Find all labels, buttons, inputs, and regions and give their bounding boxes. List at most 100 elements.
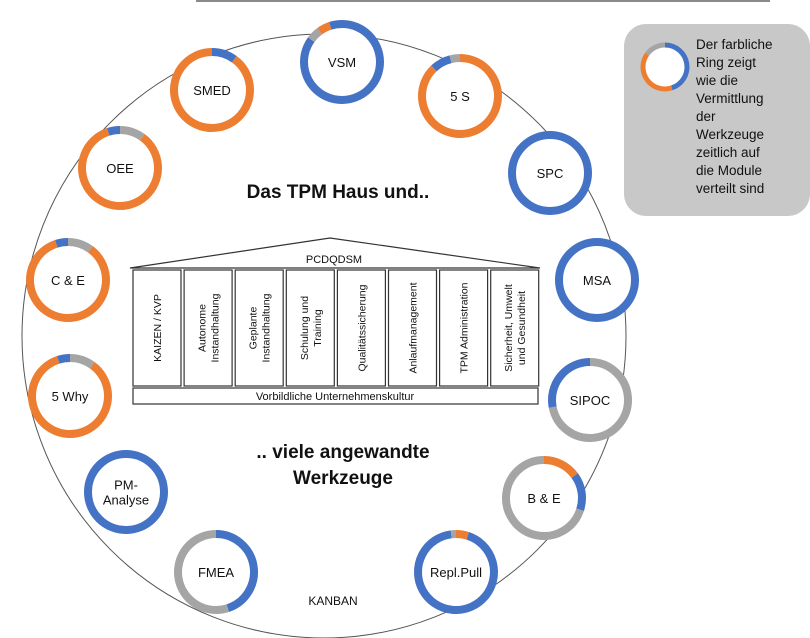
legend-note-line: verteilt sind (696, 181, 765, 196)
tool-pm-analyse-fill (88, 454, 164, 530)
tool-msa-ring-segment-blue (555, 238, 639, 322)
house-pillar-kaizen-kvp: KAIZEN / KVP (132, 269, 182, 387)
tool-spc-ring-segment-blue (508, 131, 592, 215)
tool-spc-label: SPC (537, 166, 564, 181)
tool-smed-label: SMED (193, 83, 231, 98)
house-pillar-qualit-tssicherung-box (336, 269, 386, 387)
house-pillar-geplante-instandhaltung-label: Instandhaltung (261, 293, 273, 362)
house-pillar-tpm-administration-label: TPM Administration (459, 282, 471, 373)
house-pillar-tpm-administration-box (439, 269, 489, 387)
house-pillar-schulung-und-training-label: Schulung und (299, 296, 311, 360)
tool-5-why-ring-segment-gray (69, 354, 95, 369)
tool-b-e: B & E (502, 456, 586, 540)
tool-oee-label: OEE (106, 161, 134, 176)
house-pillar-autonome-instandhaltung-box (183, 269, 233, 387)
tool-repl-pull: Repl.Pull (414, 530, 498, 614)
tool-c-e-ring-segment-orange (26, 240, 110, 322)
tool-c-e-fill (30, 242, 106, 318)
tool-5-s-fill (422, 58, 498, 134)
tool-c-e-label: C & E (51, 273, 85, 288)
tool-pm-analyse-label: Analyse (103, 493, 149, 508)
legend-note-line: wie die (696, 73, 739, 88)
tool-repl-pull-fill (418, 534, 494, 610)
legend-note-line: Werkzeuge (696, 127, 765, 142)
tool-vsm-ring-segment-orange (317, 22, 332, 35)
diagram-title: Das TPM Haus und.. (247, 182, 430, 203)
tool-5-why-ring-segment-orange (28, 356, 112, 438)
house-pillar-kaizen-kvp-box (132, 269, 182, 387)
tool-b-e-fill (506, 460, 582, 536)
tool-b-e-ring-segment-orange (543, 456, 578, 479)
diagram-subtitle-line: Werkzeuge (293, 468, 393, 489)
tool-smed-fill (174, 52, 250, 128)
house-foundation (132, 387, 539, 405)
legend-ring-fill (643, 45, 687, 89)
tool-5-s-ring-segment-orange (418, 54, 502, 138)
tool-oee: OEE (78, 126, 162, 210)
tool-oee-ring-segment-blue (107, 126, 121, 136)
house-pillar-schulung-und-training-label: Training (312, 309, 324, 347)
house-foundation-label: Vorbildliche Unternehmenskultur (256, 391, 415, 403)
legend-ring-segment-orange (640, 52, 673, 92)
tool-c-e-ring-segment-blue (55, 238, 69, 248)
tool-vsm-fill (304, 24, 380, 100)
house-pillar-anlaufmanagement-box (387, 269, 438, 387)
legend-note-line: der (696, 109, 716, 124)
house-pillar-autonome-instandhaltung-label: Autonome (197, 304, 209, 352)
tool-fmea-ring-segment-gray (174, 530, 229, 614)
tool-msa-label: MSA (583, 273, 612, 288)
tool-oee-ring-segment-orange (78, 128, 162, 210)
tool-fmea-ring-segment-blue (215, 530, 258, 612)
tool-5-why: 5 Why (28, 354, 112, 438)
tool-5-s-ring-segment-blue (431, 55, 452, 72)
kanban-label-bg (298, 590, 368, 612)
tool-5-s-ring-segment-gray (449, 53, 461, 64)
house-pillar-anlaufmanagement: Anlaufmanagement (387, 269, 438, 387)
tool-sipoc-ring-segment-blue (548, 358, 591, 408)
house-pillar-qualit-tssicherung: Qualitätssicherung (336, 269, 386, 387)
kanban-label: KANBAN (308, 594, 357, 608)
house-pillar-anlaufmanagement-label: Anlaufmanagement (408, 282, 420, 373)
tool-sipoc-label: SIPOC (570, 393, 610, 408)
tool-pm-analyse-label: PM- (114, 478, 138, 493)
tool-smed-ring-segment-blue (211, 48, 237, 63)
diagram-subtitle-line: .. viele angewandte (256, 442, 429, 463)
legend-note-line: Ring zeigt (696, 55, 757, 70)
house-pillar-qualit-tssicherung-label: Qualitätssicherung (356, 284, 368, 371)
tool-vsm-ring-segment-blue (300, 20, 384, 104)
tool-c-e: C & E (26, 238, 110, 322)
tool-vsm-ring-segment-blue (329, 20, 343, 30)
tool-b-e-ring-segment-gray (502, 456, 584, 540)
house-pillar-schulung-und-training-box (285, 269, 335, 387)
tool-vsm-ring-segment-gray (308, 28, 323, 43)
house-pillar-sicherheit-umwelt-und-gesundheit-box (490, 269, 540, 387)
legend-note-line: die Module (696, 163, 763, 178)
tool-fmea-fill (178, 534, 254, 610)
legend-note-line: zeitlich auf (696, 145, 760, 160)
house-roof (129, 237, 541, 269)
tool-repl-pull-ring-segment-blue (414, 530, 498, 614)
tool-pm-analyse-ring-segment-blue (84, 450, 168, 534)
house-roof-label: PCDQDSM (306, 254, 362, 266)
house-pillar-sicherheit-umwelt-und-gesundheit-label: Sicherheit, Umwelt (503, 284, 515, 372)
tool-smed: SMED (170, 48, 254, 132)
legend-ring-segment-gray (645, 42, 666, 56)
tool-5-s-label: 5 S (450, 89, 470, 104)
tool-vsm: VSM (300, 20, 384, 104)
house-pillar-autonome-instandhaltung-label: Instandhaltung (210, 293, 222, 362)
tool-c-e-ring-segment-gray (67, 238, 93, 253)
tool-msa-fill (559, 242, 635, 318)
tool-sipoc-ring-segment-gray (548, 358, 632, 442)
house-pillar-geplante-instandhaltung-label: Geplante (248, 307, 260, 350)
tool-spc-fill (512, 135, 588, 211)
tool-pm-analyse: PM-Analyse (84, 450, 168, 534)
tool-b-e-label: B & E (527, 491, 561, 506)
house-pillar-tpm-administration: TPM Administration (439, 269, 489, 387)
